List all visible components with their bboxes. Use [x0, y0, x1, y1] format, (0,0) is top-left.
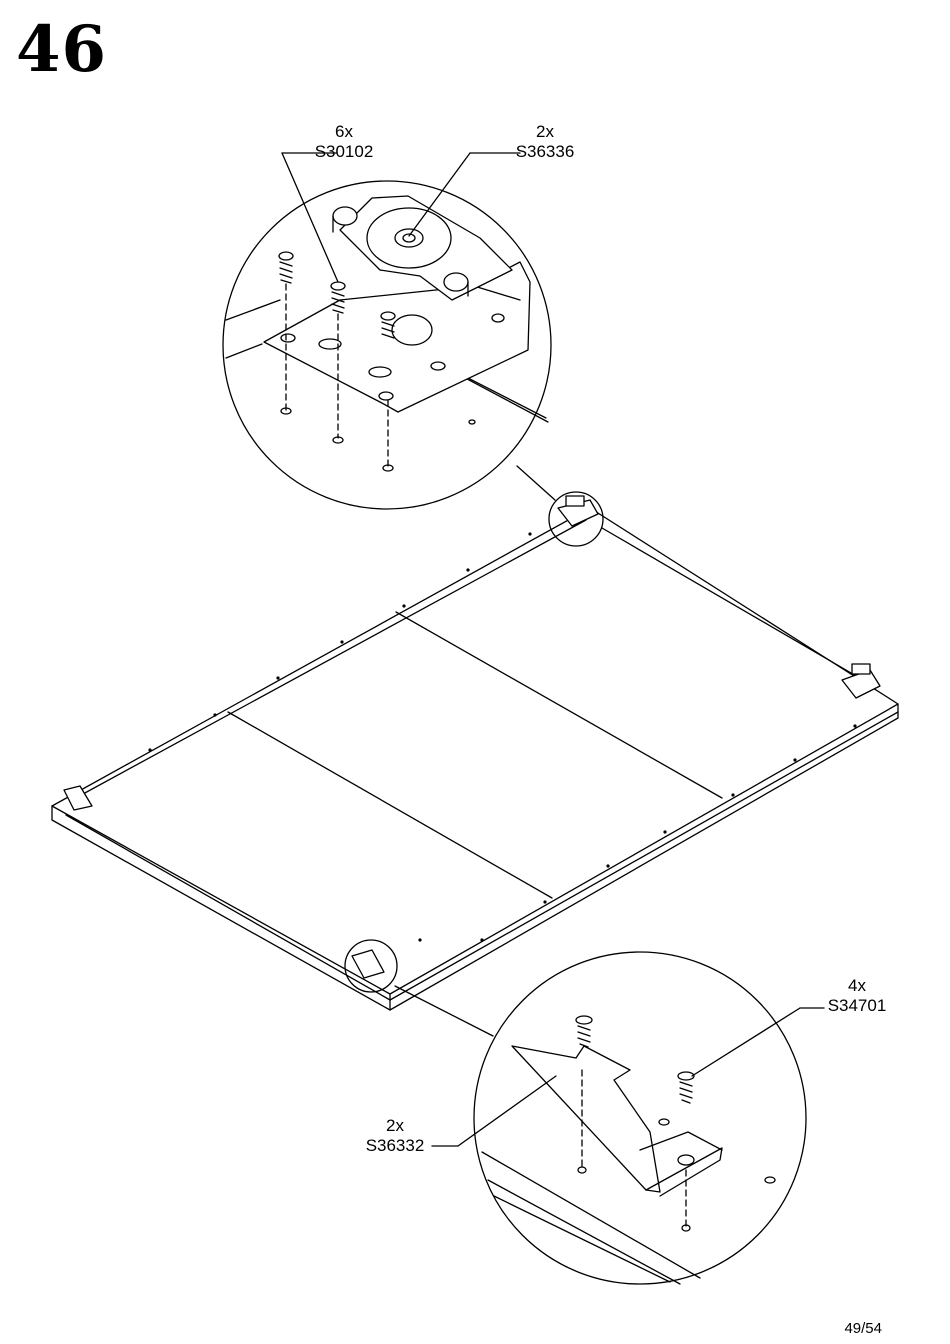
- callout-qty: 6x: [314, 122, 374, 142]
- base-panel: [52, 508, 898, 1010]
- callout-qty: 2x: [362, 1116, 428, 1136]
- callout-code: S36336: [512, 142, 578, 162]
- callout-code: S36332: [362, 1136, 428, 1156]
- callout-qty: 4x: [824, 976, 890, 996]
- callout-code: S30102: [314, 142, 374, 162]
- callout-code: S34701: [824, 996, 890, 1016]
- screw-icon: [678, 1072, 694, 1226]
- detail-bottom-content: [482, 1016, 775, 1284]
- callout-screw-top: 6x S30102: [314, 122, 374, 162]
- callout-bracket-top: 2x S36336: [512, 122, 578, 162]
- callout-qty: 2x: [512, 122, 578, 142]
- page-number: 49/54: [844, 1320, 882, 1337]
- detail-top-content: [226, 196, 548, 471]
- callout-screw-bottom: 4x S34701: [824, 976, 890, 1016]
- callout-bracket-bottom: 2x S36332: [362, 1116, 428, 1156]
